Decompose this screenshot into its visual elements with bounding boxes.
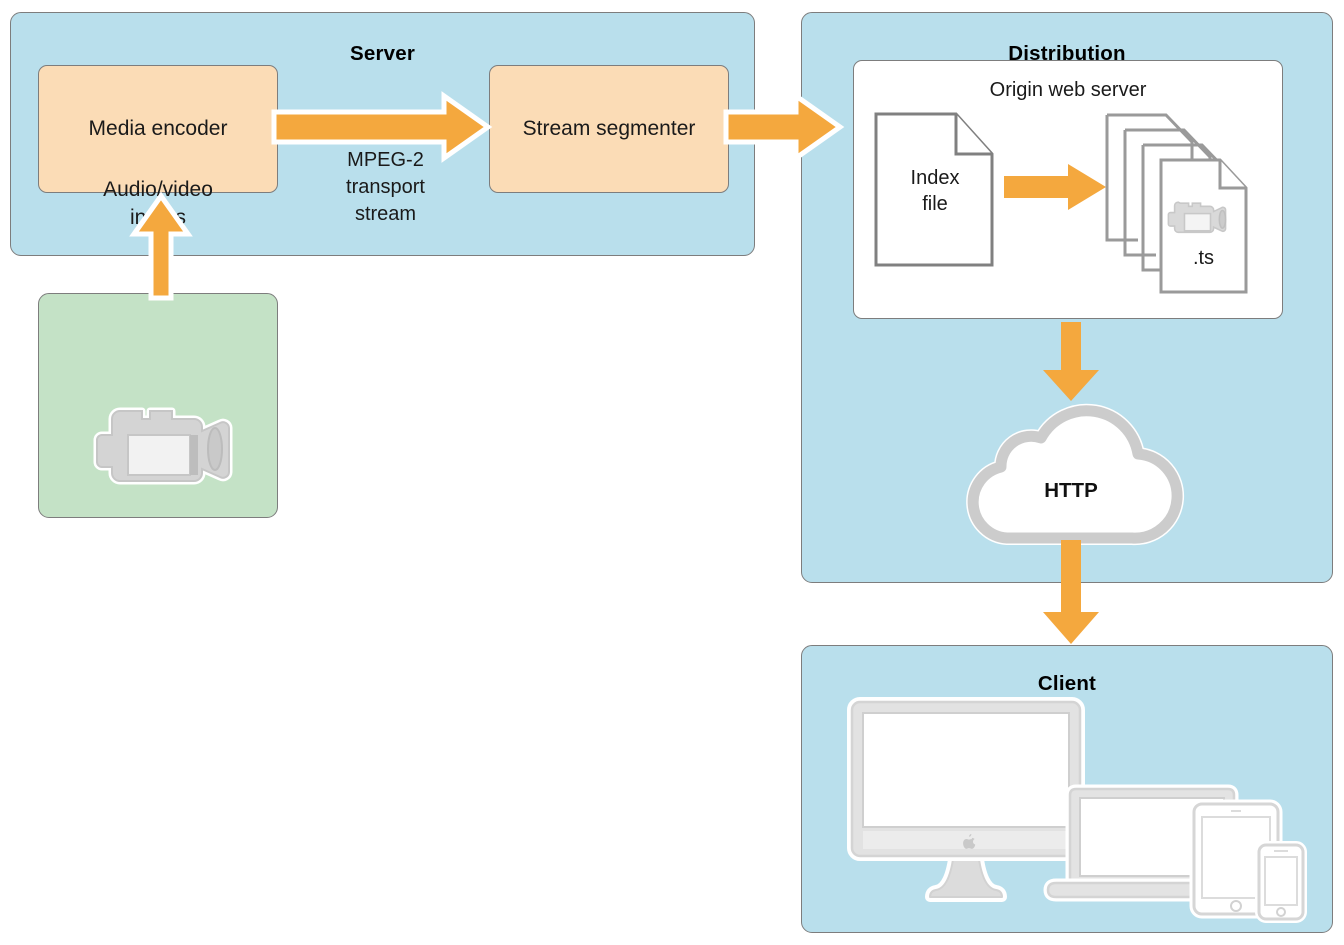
phone-icon: [1255, 841, 1307, 923]
edge-label-mpeg2-transport-stream: MPEG-2 transport stream: [346, 149, 425, 225]
panel-client-title: Client: [1037, 672, 1097, 695]
panel-distribution-title: Distribution: [1008, 42, 1126, 65]
document-icon-ts-segments: [1105, 113, 1248, 294]
arrow-origin-to-cloud: [1043, 322, 1099, 401]
node-http-cloud-label: HTTP: [1044, 479, 1098, 502]
node-media-encoder-label: Media encoder: [88, 117, 228, 140]
apple-logo-icon: [963, 834, 976, 849]
node-stream-segmenter[interactable]: Stream segmenter: [489, 65, 729, 193]
node-media-encoder[interactable]: Media encoder: [38, 65, 278, 193]
node-index-file-label: Index file: [910, 167, 960, 215]
node-ts-segments-label: .ts: [1192, 247, 1215, 269]
arrow-index-to-segments: [1004, 164, 1106, 210]
node-origin-web-server-label: Origin web server: [989, 79, 1147, 101]
arrow-segmenter-to-distribution: [723, 91, 845, 163]
arrow-cloud-to-client: [1043, 540, 1099, 644]
node-stream-segmenter-label: Stream segmenter: [522, 117, 696, 140]
panel-server-title: Server: [349, 42, 416, 65]
client-devices-illustration: [847, 697, 1307, 923]
cloud-icon-http: [966, 403, 1185, 546]
camcorder-icon: [93, 407, 233, 485]
arrow-inputs-to-encoder: [129, 191, 193, 301]
document-icon-index-file: [874, 112, 994, 267]
arrow-encoder-to-segmenter: [271, 91, 493, 163]
desktop-computer-icon: [847, 697, 1085, 902]
